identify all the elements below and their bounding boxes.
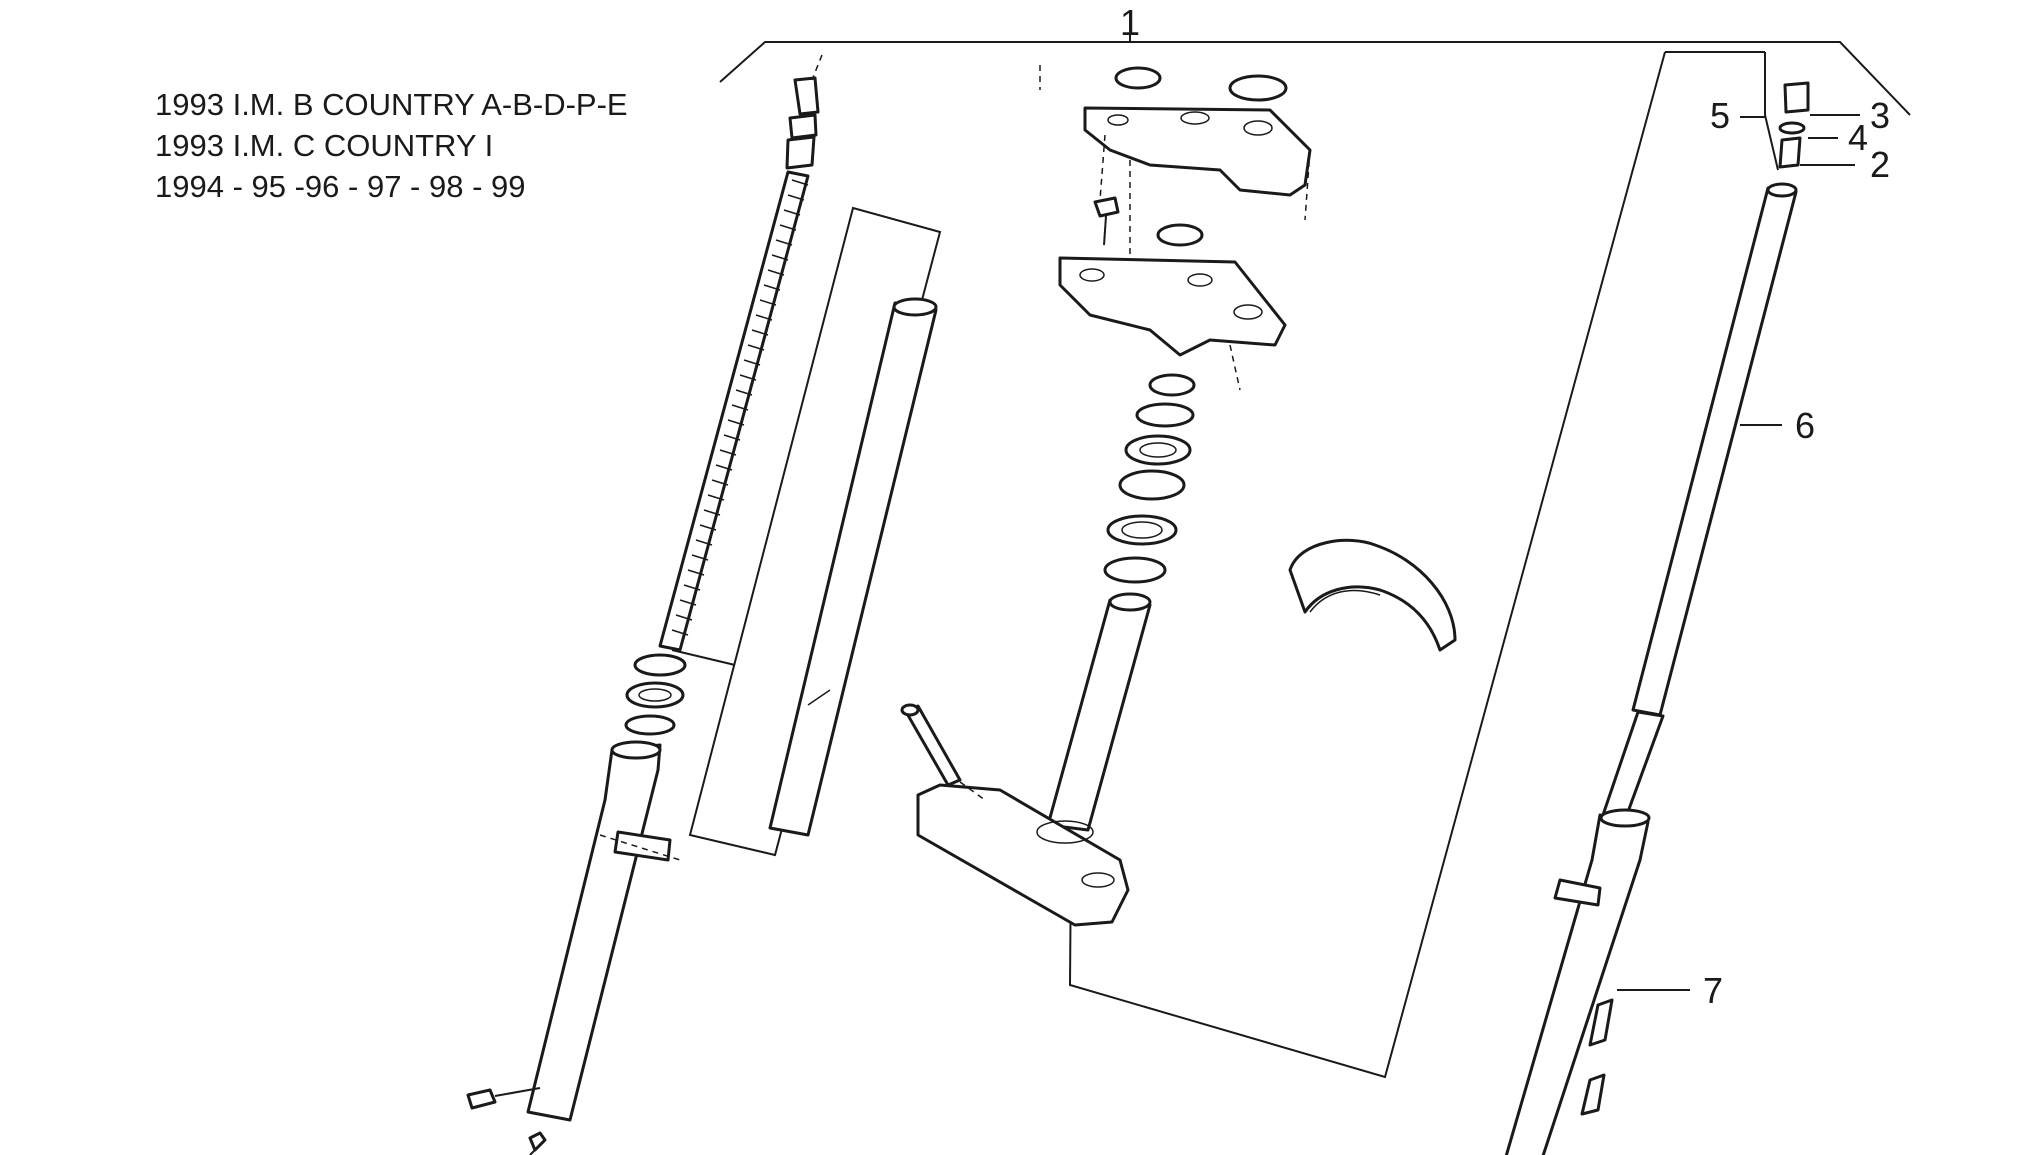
axle-bolt — [528, 1131, 547, 1152]
callout-7: 7 — [1703, 970, 1723, 1011]
fork-slider-left — [526, 743, 662, 1122]
retaining-ring — [624, 714, 676, 736]
callout-3: 3 — [1870, 95, 1890, 136]
callout-1: 1 — [1120, 2, 1140, 43]
upper-bearing-race — [1118, 469, 1186, 501]
callout-4: 4 — [1848, 117, 1868, 158]
lower-yoke — [916, 783, 1130, 927]
fork-spacer — [785, 135, 816, 170]
steering-stem — [1046, 598, 1152, 832]
callout-2: 2 — [1870, 144, 1890, 185]
fork-tube-left — [768, 301, 938, 837]
drain-bolt — [466, 1088, 497, 1110]
fork-spring — [658, 170, 810, 652]
inner-tube-right — [1601, 710, 1665, 822]
fork-tube-right — [1631, 186, 1798, 717]
fork-cover-bracket — [1288, 538, 1457, 652]
left-fork-leg — [466, 54, 823, 1155]
bearing-adjust-nut — [1148, 373, 1196, 397]
callout-6: 6 — [1795, 405, 1815, 446]
handlebar-cap-right — [1228, 74, 1288, 102]
handlebar-cap-left — [1114, 66, 1162, 90]
left-fork-tube-group — [688, 206, 942, 857]
applicability-line-1: 1993 I.M. B COUNTRY A-B-D-P-E — [155, 87, 628, 122]
applicability-line-2: 1993 I.M. C COUNTRY I — [155, 128, 494, 163]
upper-yoke — [1083, 106, 1312, 197]
callout-numbers: 1 2 3 4 5 6 7 — [1120, 2, 1890, 1011]
right-fork-leg — [1504, 52, 1810, 1155]
lower-bearing — [1106, 514, 1178, 546]
fork-cap-plug — [793, 76, 820, 116]
fork-cap-nut — [788, 113, 818, 140]
steering-nut — [1156, 223, 1204, 247]
dust-seal — [633, 653, 687, 677]
callout-5: 5 — [1710, 95, 1730, 136]
right-fork-cap — [1783, 81, 1810, 114]
fork-slider-right — [1504, 813, 1650, 1155]
upper-bearing — [1124, 434, 1192, 466]
oil-seal — [625, 681, 685, 709]
lock-plate — [1058, 256, 1287, 357]
bearing-washer — [1135, 402, 1195, 428]
steering-assembly — [900, 65, 1312, 927]
yoke-bolt — [1093, 196, 1120, 218]
steering-stop-bolt — [903, 704, 962, 787]
lower-bearing-race — [1103, 556, 1167, 584]
applicability-line-3: 1994 - 95 -96 - 97 - 98 - 99 — [155, 169, 526, 204]
callout-leaders — [1617, 114, 1860, 991]
